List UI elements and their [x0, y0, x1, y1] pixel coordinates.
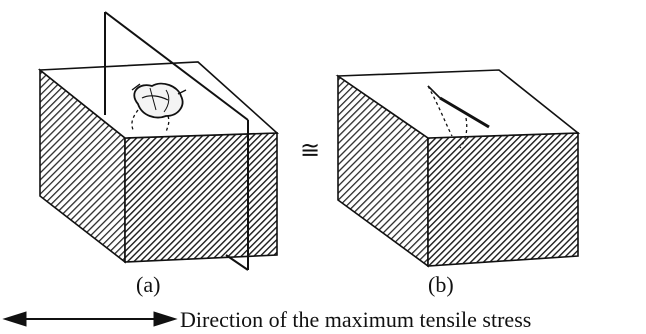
block-b-front-face [427, 132, 579, 267]
panel-b [335, 69, 581, 268]
panel-a [37, 11, 280, 271]
block-b-top-face [335, 69, 581, 139]
cutting-plane [104, 11, 249, 271]
stress-direction-arrow [2, 311, 178, 327]
equivalence-symbol: ≅ [300, 138, 320, 164]
irregular-crack [131, 82, 187, 133]
panel-b-label: (b) [428, 272, 454, 297]
equivalent-crack [427, 85, 490, 149]
figure-caption: Direction of the maximum tensile stress [180, 307, 531, 332]
block-a-front-face [124, 132, 278, 263]
panel-a-label: (a) [136, 272, 160, 297]
